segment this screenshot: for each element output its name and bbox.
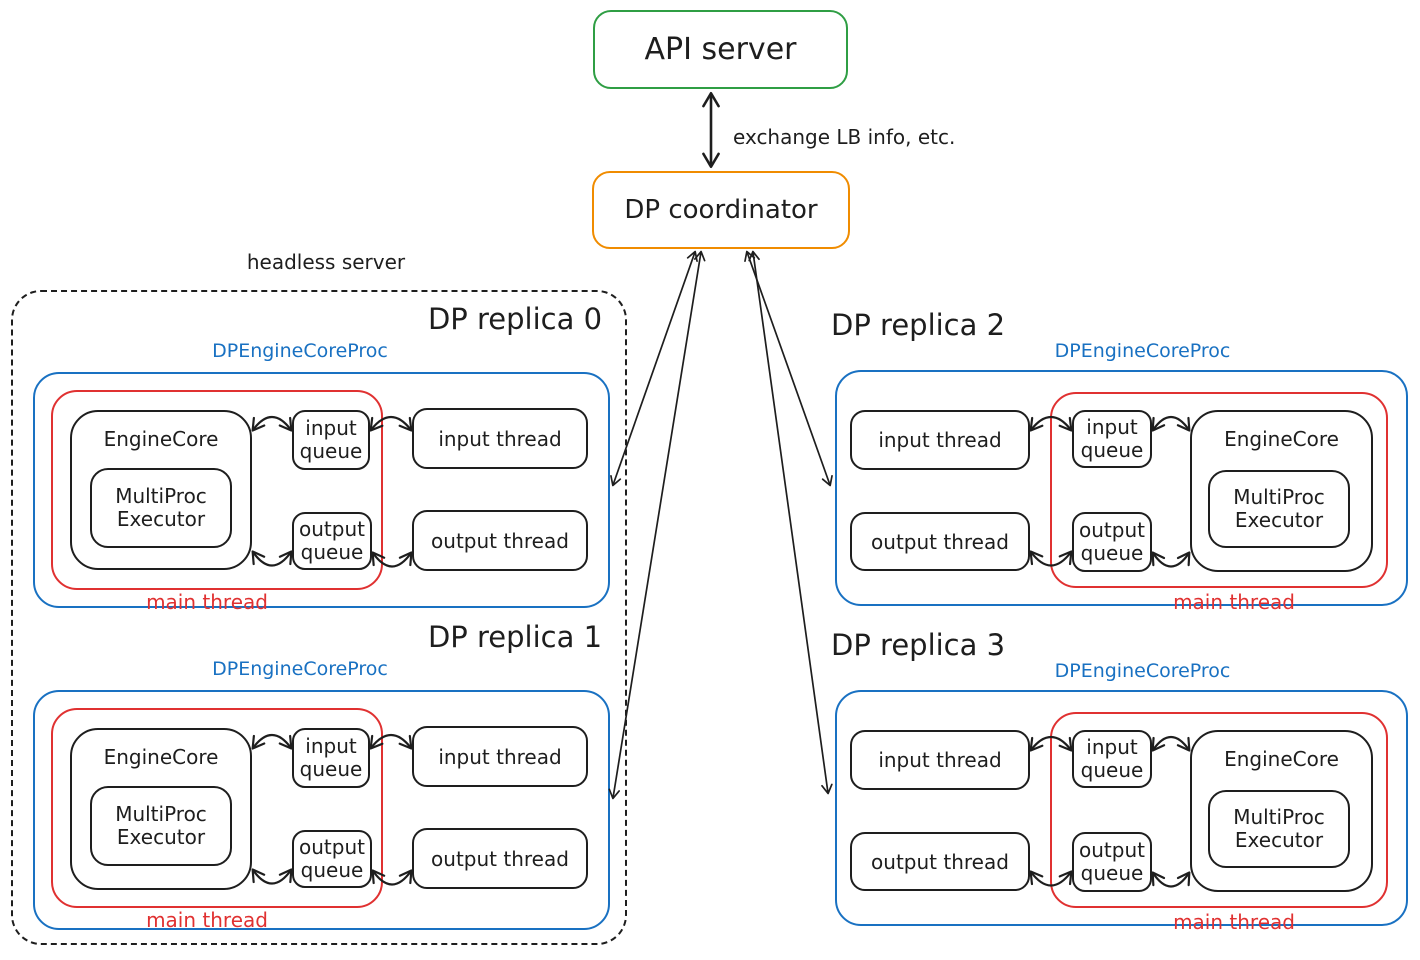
replica-1-main-thread-box: [51, 708, 383, 908]
replica-2-input-thread-box: input thread: [850, 410, 1030, 470]
replica-3-input-queue-box: input queue: [1072, 730, 1152, 788]
replica-3-main-thread-label: main thread: [1173, 910, 1295, 934]
dp-coordinator-box: DP coordinator: [592, 171, 850, 249]
replica-1-multiproc-executor-box: MultiProc Executor: [90, 786, 232, 866]
replica-0-input-queue-label: input queue: [299, 416, 363, 463]
replica-0-multiproc-executor-box: MultiProc Executor: [90, 468, 232, 548]
replica-0-output-queue-label: output queue: [299, 517, 365, 564]
replica-3-input-thread-box: input thread: [850, 730, 1030, 790]
replica-3-title: DP replica 3: [831, 628, 1006, 663]
replica-1-proc-box: [33, 690, 610, 930]
replica-3-engine-core-box: [1190, 730, 1373, 892]
replica-3-engine-core-label: EngineCore: [1224, 747, 1339, 771]
replica-3-output-queue-box: output queue: [1072, 832, 1152, 892]
replica-2-input-thread-label: input thread: [878, 428, 1002, 452]
replica-0-multiproc-executor-label: MultiProc Executor: [115, 484, 207, 531]
replica-3-input-thread-label: input thread: [878, 748, 1002, 772]
replica-3-proc-label: DPEngineCoreProc: [1054, 659, 1231, 682]
api-server-label: API server: [644, 32, 797, 67]
replica-0-main-thread-box: [51, 390, 383, 590]
replica-1-engine-core-box: [70, 728, 252, 890]
replica-0-output-queue-box: output queue: [292, 512, 372, 570]
replica-1-input-queue-label: input queue: [299, 734, 363, 781]
replica-2-output-thread-label: output thread: [871, 529, 1009, 554]
replica-0-engine-core-label: EngineCore: [103, 427, 219, 451]
replica-1-title: DP replica 1: [427, 620, 603, 655]
api-server-box: API server: [593, 10, 848, 89]
dp-coordinator-label: DP coordinator: [624, 195, 818, 225]
api-coordinator-link-label: exchange LB info, etc.: [733, 125, 956, 149]
replica-3-proc-box: [835, 690, 1408, 926]
replica-2-multiproc-executor-label: MultiProc Executor: [1233, 485, 1325, 532]
replica-1-multiproc-executor-label: MultiProc Executor: [115, 802, 207, 849]
replica-2-proc-box: [835, 370, 1408, 606]
arrow-coordinator-replica-2: [744, 250, 833, 487]
replica-1-input-queue-box: input queue: [292, 728, 370, 788]
replica-1-input-thread-label: input thread: [438, 744, 562, 769]
replica-2-proc-label: DPEngineCoreProc: [1054, 339, 1231, 362]
replica-0-input-thread-label: input thread: [438, 426, 562, 451]
replica-2-input-queue-box: input queue: [1072, 410, 1152, 468]
replica-1-output-queue-label: output queue: [299, 835, 365, 882]
replica-3-output-thread-label: output thread: [871, 849, 1009, 874]
replica-3-output-thread-box: output thread: [850, 832, 1030, 891]
replica-2-engine-core-box: [1190, 410, 1373, 572]
replica-1-engine-core-label: EngineCore: [103, 745, 219, 769]
replica-3-multiproc-executor-label: MultiProc Executor: [1233, 805, 1325, 852]
replica-1-output-queue-box: output queue: [292, 830, 372, 888]
replica-0-proc-label: DPEngineCoreProc: [212, 339, 388, 362]
replica-2-output-thread-box: output thread: [850, 512, 1030, 571]
replica-3-multiproc-executor-box: MultiProc Executor: [1208, 790, 1350, 868]
replica-2-output-queue-box: output queue: [1072, 512, 1152, 572]
replica-2-input-queue-label: input queue: [1080, 415, 1144, 462]
replica-2-multiproc-executor-box: MultiProc Executor: [1208, 470, 1350, 548]
replica-1-input-thread-box: input thread: [412, 726, 588, 787]
replica-0-input-thread-box: input thread: [412, 408, 588, 469]
replica-1-output-thread-label: output thread: [431, 846, 569, 871]
replica-0-input-queue-box: input queue: [292, 410, 370, 470]
arrow-coordinator-replica-3: [748, 250, 833, 795]
replica-2-output-queue-label: output queue: [1079, 518, 1145, 565]
replica-2-title: DP replica 2: [831, 308, 1006, 343]
replica-0-title: DP replica 0: [427, 302, 603, 337]
replica-2-main-thread-box: [1050, 392, 1388, 588]
replica-3-input-queue-label: input queue: [1080, 735, 1144, 782]
replica-1-proc-label: DPEngineCoreProc: [212, 657, 388, 680]
replica-0-output-thread-box: output thread: [412, 510, 588, 571]
replica-1-main-thread-label: main thread: [146, 908, 268, 932]
replica-0-main-thread-label: main thread: [146, 590, 268, 614]
replica-3-output-queue-label: output queue: [1079, 838, 1145, 885]
replica-3-main-thread-box: [1050, 712, 1388, 908]
replica-2-main-thread-label: main thread: [1173, 590, 1295, 614]
replica-0-output-thread-label: output thread: [431, 528, 569, 553]
replica-0-engine-core-box: [70, 410, 252, 570]
replica-2-engine-core-label: EngineCore: [1224, 427, 1339, 451]
replica-1-output-thread-box: output thread: [412, 828, 588, 889]
headless-server-label: headless server: [246, 250, 406, 274]
